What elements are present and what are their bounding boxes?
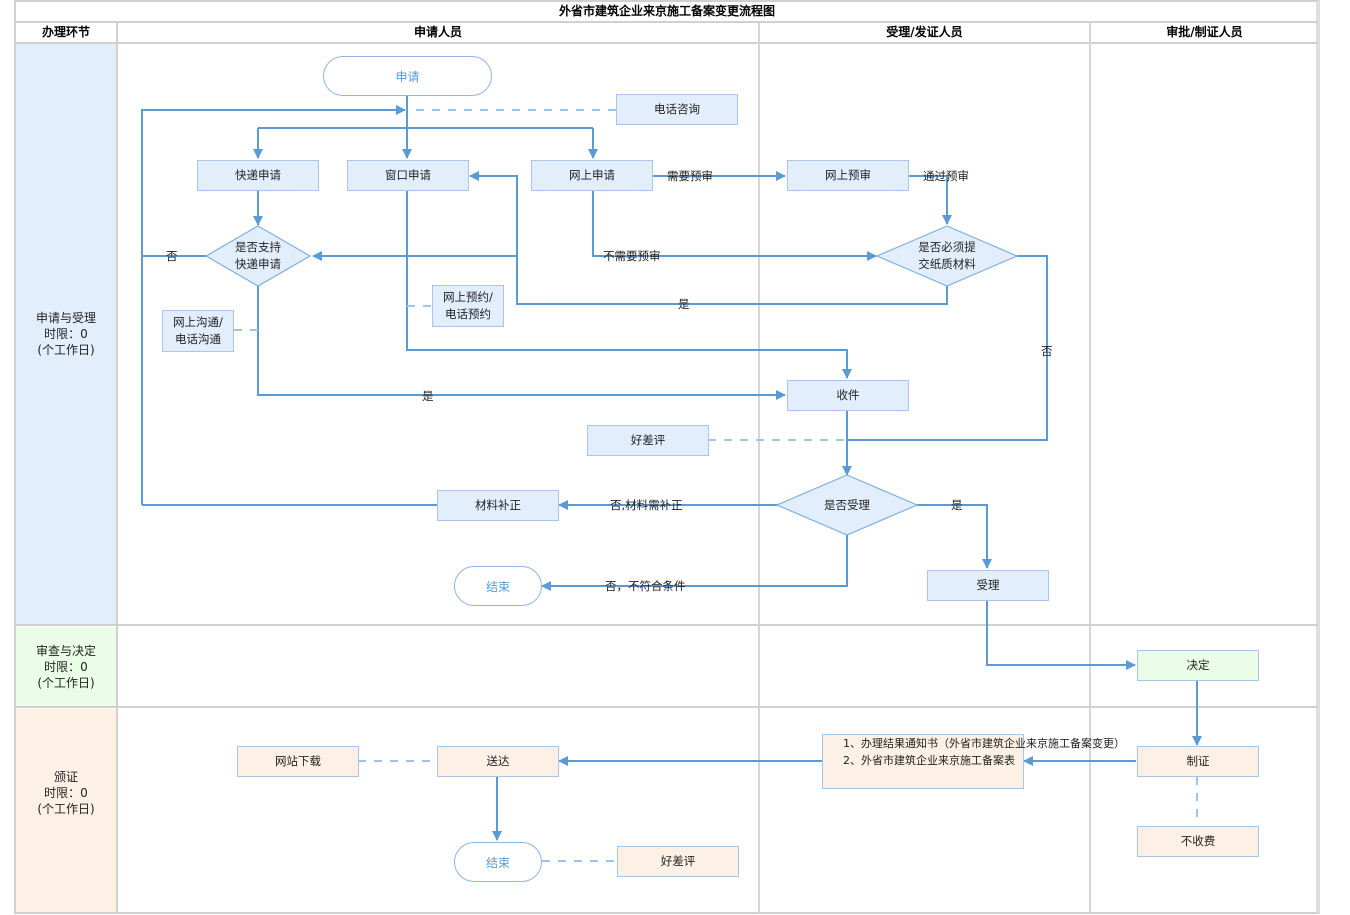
- stage-name: 审查与决定: [35, 643, 96, 658]
- decision-express-supported: [204, 225, 312, 287]
- node-make-cert[interactable]: 制证: [1137, 746, 1259, 777]
- decision-accept-text[interactable]: 是否受理: [824, 497, 870, 512]
- stage-unit: (个工作日): [37, 343, 95, 357]
- stage-name: 颁证: [53, 769, 78, 784]
- node-line: 电话沟通: [175, 332, 221, 346]
- node-deliver[interactable]: 送达: [437, 746, 559, 777]
- node-window-apply[interactable]: 窗口申请: [347, 160, 469, 191]
- node-decide[interactable]: 决定: [1137, 650, 1259, 681]
- stage-limit: 时限：0: [44, 327, 88, 341]
- grid-line: [758, 23, 760, 913]
- label-no-precheck: 不需要预审: [603, 249, 661, 263]
- decision-paper-required: [875, 225, 1019, 287]
- node-supplement[interactable]: 材料补正: [437, 490, 559, 521]
- stage-issue-cert: 颁证 时限：0 (个工作日): [16, 709, 116, 912]
- decision-line: 是否必须提: [918, 240, 976, 254]
- node-express-apply[interactable]: 快递申请: [197, 160, 319, 191]
- edge-loop-back: [141, 105, 406, 505]
- stage-unit: (个工作日): [37, 801, 95, 816]
- results-line: 1、办理结果通知书（外省市建筑企业来京施工备案变更）: [843, 737, 1125, 750]
- node-receive[interactable]: 收件: [787, 380, 909, 411]
- decision-line: 交纸质材料: [918, 257, 976, 271]
- label-express-yes: 是: [422, 389, 434, 403]
- node-accept[interactable]: 受理: [927, 570, 1049, 601]
- grid-line: [1089, 23, 1091, 913]
- stage-name: 申请与受理: [35, 311, 96, 325]
- decision-line: 是否支持: [235, 240, 281, 254]
- edge-pass-precheck: [908, 175, 952, 225]
- stage-limit: 时限：0: [44, 785, 88, 800]
- stage-apply-accept: 申请与受理 时限：0 (个工作日): [16, 44, 116, 624]
- header-acceptor: 受理/发证人员: [760, 23, 1089, 44]
- node-results[interactable]: 1、办理结果通知书（外省市建筑企业来京施工备案变更） 2、外省市建筑企业来京施工…: [822, 734, 1125, 789]
- grid-line: [16, 706, 1318, 708]
- header-approver: 审批/制证人员: [1091, 23, 1318, 44]
- node-line: 网上沟通/: [173, 315, 223, 329]
- grid-line: [16, 624, 1318, 626]
- node-end-2[interactable]: 结束: [454, 842, 542, 882]
- edge-window-receive: [406, 191, 852, 379]
- edge-accept-decide: [986, 601, 1136, 670]
- node-rating-2[interactable]: 好差评: [617, 846, 739, 877]
- node-rating-1[interactable]: 好差评: [587, 425, 709, 456]
- label-paper-no: 否: [1041, 344, 1053, 358]
- decision-express-supported-text[interactable]: 是否支持 快递申请: [206, 236, 310, 276]
- node-start[interactable]: 申请: [323, 56, 492, 96]
- node-online-apply[interactable]: 网上申请: [531, 160, 653, 191]
- node-online-comm[interactable]: 网上沟通/ 电话沟通: [162, 310, 234, 352]
- stage-unit: (个工作日): [37, 675, 95, 690]
- edge-reject: [541, 535, 848, 591]
- edge-express-yes: [257, 286, 786, 400]
- stage-limit: 时限：0: [44, 659, 88, 674]
- decision-line: 快递申请: [235, 257, 281, 271]
- grid-line: [116, 23, 118, 913]
- node-line: 网上预约/: [443, 290, 493, 304]
- decision-paper-required-text[interactable]: 是否必须提 交纸质材料: [877, 236, 1017, 276]
- header-applicant: 申请人员: [118, 23, 758, 44]
- label-supplement: 否,材料需补正: [610, 498, 683, 512]
- decision-accept: [775, 474, 919, 536]
- label-pass-precheck: 通过预审: [923, 169, 969, 183]
- label-paper-yes: 是: [678, 297, 690, 311]
- edge-accept-yes: [917, 504, 992, 569]
- node-no-fee[interactable]: 不收费: [1137, 826, 1259, 857]
- label-express-no: 否: [166, 249, 178, 263]
- edge-no-precheck: [592, 191, 877, 261]
- node-online-booking[interactable]: 网上预约/ 电话预约: [432, 285, 504, 327]
- node-end-1[interactable]: 结束: [454, 566, 542, 606]
- node-web-download[interactable]: 网站下载: [237, 746, 359, 777]
- node-phone-consult[interactable]: 电话咨询: [616, 94, 738, 125]
- results-line: 2、外省市建筑企业来京施工备案表: [843, 754, 1015, 767]
- diagram-title: 外省市建筑企业来京施工备案变更流程图: [16, 2, 1318, 23]
- edge-paper-no: [847, 255, 1048, 441]
- label-need-precheck: 需要预审: [667, 169, 713, 183]
- label-reject: 否，不符合条件: [605, 579, 686, 593]
- node-online-precheck[interactable]: 网上预审: [787, 160, 909, 191]
- header-stage: 办理环节: [16, 23, 116, 44]
- node-line: 电话预约: [445, 307, 491, 321]
- label-accept-yes: 是: [951, 498, 963, 512]
- diagram-frame: [14, 0, 1320, 914]
- edge-paper-yes: [469, 171, 948, 305]
- stage-review-decide: 审查与决定 时限：0 (个工作日): [16, 627, 116, 706]
